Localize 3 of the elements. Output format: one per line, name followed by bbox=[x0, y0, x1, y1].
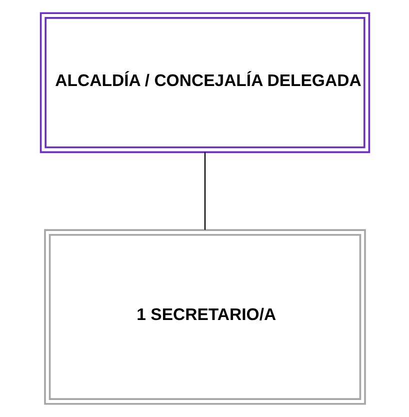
node-box: ALCALDÍA / CONCEJALÍA DELEGADA bbox=[39, 12, 370, 154]
node-box: 1 SECRETARIO/A bbox=[44, 229, 366, 405]
connector bbox=[204, 152, 206, 230]
